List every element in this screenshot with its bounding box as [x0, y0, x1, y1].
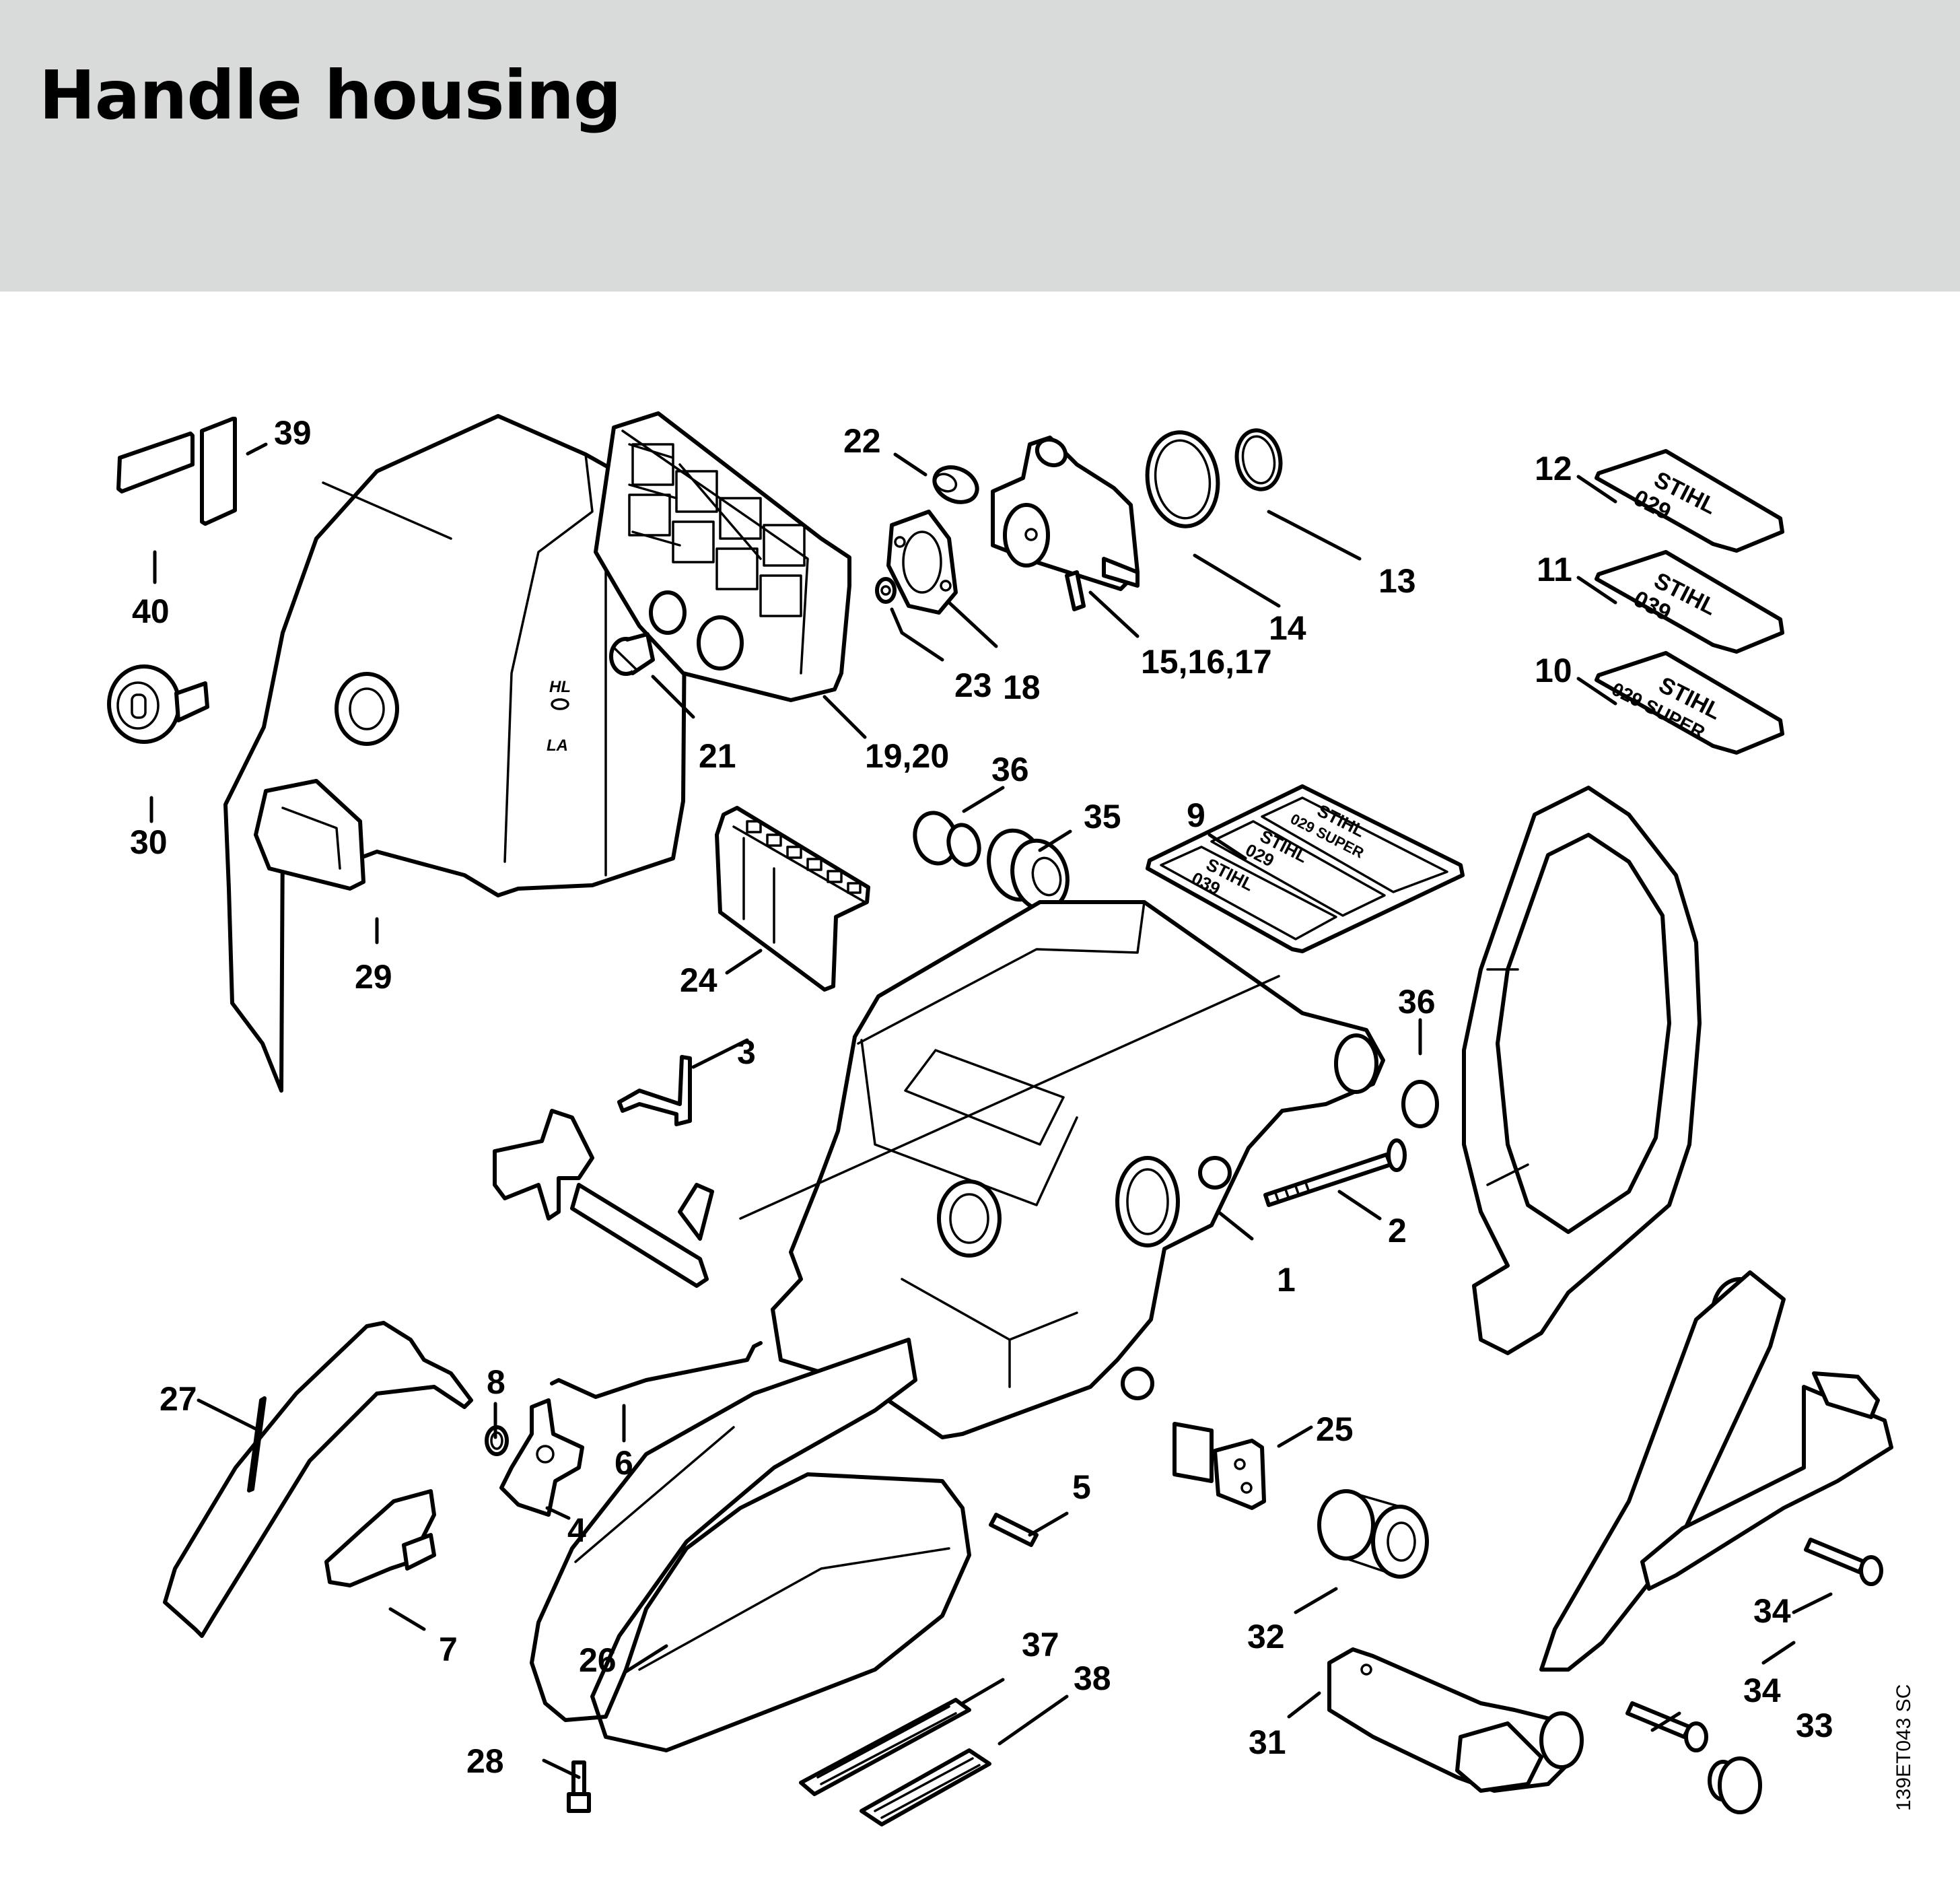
part-22-sleeve[interactable]	[929, 460, 983, 508]
part-30-choke-knob[interactable]	[107, 664, 209, 744]
callout-14[interactable]: 14	[1269, 609, 1306, 647]
part-27-handle-cover[interactable]	[163, 1321, 473, 1638]
callout-34-upper[interactable]: 34	[1753, 1592, 1791, 1630]
part-35-buffer[interactable]	[981, 824, 1075, 916]
part-1-handle-housing[interactable]	[739, 900, 1385, 1439]
callout-34-lower[interactable]: 34	[1743, 1672, 1781, 1709]
hl-mark: HL	[549, 678, 571, 696]
part-39-label-plate[interactable]	[200, 417, 237, 526]
callout-8[interactable]: 8	[487, 1363, 505, 1401]
part-37-pad[interactable]	[799, 1698, 971, 1796]
part-36-plug-upper[interactable]	[909, 809, 983, 868]
callout-7[interactable]: 7	[439, 1631, 458, 1668]
callout-23[interactable]: 23	[954, 666, 992, 704]
part-28-screw[interactable]	[567, 1760, 591, 1813]
callout-38[interactable]: 38	[1074, 1659, 1111, 1697]
part-29-shroud[interactable]: HL LA	[223, 414, 687, 1093]
part-26-shaft[interactable]	[493, 1109, 714, 1288]
callout-30[interactable]: 30	[130, 823, 168, 861]
part-2-screw[interactable]	[1263, 1138, 1407, 1207]
page-title: Handle housing	[39, 56, 622, 135]
callout-32[interactable]: 32	[1247, 1618, 1285, 1655]
part-9-decal-sheet[interactable]: STIHL 039 STIHL 029 STIHL 029 SUPER	[1146, 784, 1465, 953]
part-5-pin[interactable]	[989, 1513, 1039, 1547]
part-13-ring[interactable]	[1232, 427, 1285, 493]
callout-19-20[interactable]: 19,20	[865, 737, 949, 775]
leader-lines	[149, 442, 1833, 1779]
callout-29[interactable]: 29	[355, 958, 392, 996]
callout-10[interactable]: 10	[1535, 652, 1572, 689]
part-34-screw-upper[interactable]	[1804, 1538, 1883, 1586]
part-3-lever[interactable]	[617, 1055, 692, 1126]
callout-4[interactable]: 4	[567, 1511, 586, 1549]
part-6-throttle-rod[interactable]	[550, 1341, 763, 1399]
header-banner: Handle housing	[0, 0, 1960, 292]
callout-13[interactable]: 13	[1378, 562, 1416, 600]
part-10-decal[interactable]: STIHL 029 SUPER	[1595, 651, 1784, 755]
callout-2[interactable]: 2	[1388, 1212, 1407, 1249]
drawing-code: 139ET043 SC	[1893, 1684, 1915, 1811]
part-11-decal[interactable]: STIHL 039	[1595, 550, 1784, 654]
callout-26[interactable]: 26	[579, 1641, 617, 1679]
part-19-20-air-filter[interactable]	[594, 411, 851, 702]
callout-9[interactable]: 9	[1187, 796, 1205, 834]
part-15-16-17-carburetor[interactable]	[991, 434, 1140, 611]
callout-33[interactable]: 33	[1796, 1707, 1833, 1744]
part-25-buffer-bracket[interactable]	[1172, 1422, 1266, 1510]
callout-36-upper[interactable]: 36	[991, 751, 1029, 788]
callout-37[interactable]: 37	[1022, 1626, 1059, 1664]
part-18-gasket[interactable]	[886, 510, 958, 615]
callout-39[interactable]: 39	[274, 414, 312, 452]
part-14-gasket[interactable]	[1142, 427, 1224, 530]
callout-27[interactable]: 27	[160, 1380, 197, 1418]
callout-6[interactable]: 6	[615, 1444, 633, 1482]
callout-3[interactable]: 3	[737, 1033, 756, 1071]
callout-18[interactable]: 18	[1003, 669, 1041, 706]
callout-11[interactable]: 11	[1537, 551, 1572, 588]
callout-12[interactable]: 12	[1535, 450, 1572, 487]
callout-1[interactable]: 1	[1277, 1261, 1296, 1299]
part-31-bracket[interactable]	[1327, 1647, 1584, 1793]
exploded-parts-diagram: HL LA	[0, 292, 1960, 1885]
part-33-plug[interactable]	[1708, 1756, 1762, 1814]
callout-24[interactable]: 24	[680, 961, 718, 999]
callout-15-16-17[interactable]: 15,16,17	[1141, 643, 1272, 681]
callout-25[interactable]: 25	[1316, 1410, 1354, 1448]
callout-31[interactable]: 31	[1249, 1723, 1286, 1761]
part-38-pad[interactable]	[860, 1748, 991, 1826]
part-4-interlock-lever[interactable]	[499, 1398, 584, 1517]
part-24-filter-insert[interactable]	[715, 806, 870, 992]
part-23-nut[interactable]	[875, 577, 897, 604]
part-21-screw[interactable]	[609, 632, 655, 676]
callout-21[interactable]: 21	[699, 737, 736, 775]
part-34-screw-lower[interactable]	[1625, 1701, 1708, 1752]
rear-handle-base[interactable]	[530, 1338, 971, 1752]
callout-5[interactable]: 5	[1072, 1468, 1091, 1506]
part-12-decal[interactable]: STIHL 029	[1595, 449, 1784, 553]
part-32-buffer[interactable]	[1317, 1489, 1429, 1579]
callout-22[interactable]: 22	[843, 422, 881, 460]
part-7-throttle-trigger[interactable]	[324, 1489, 436, 1587]
callout-28[interactable]: 28	[466, 1742, 504, 1780]
callout-35[interactable]: 35	[1084, 798, 1121, 835]
front-handle-bar[interactable]	[1462, 786, 1893, 1672]
callout-36-lower[interactable]: 36	[1398, 983, 1436, 1021]
callout-40[interactable]: 40	[132, 592, 170, 630]
la-mark: LA	[547, 736, 568, 755]
part-40-label-plate[interactable]	[116, 432, 195, 493]
callout-labels: 1 2 3 4 5 6 7 8 9 10 11 12 13 14 15,16,1…	[130, 414, 1833, 1780]
part-36-plug-lower[interactable]	[1401, 1080, 1439, 1128]
